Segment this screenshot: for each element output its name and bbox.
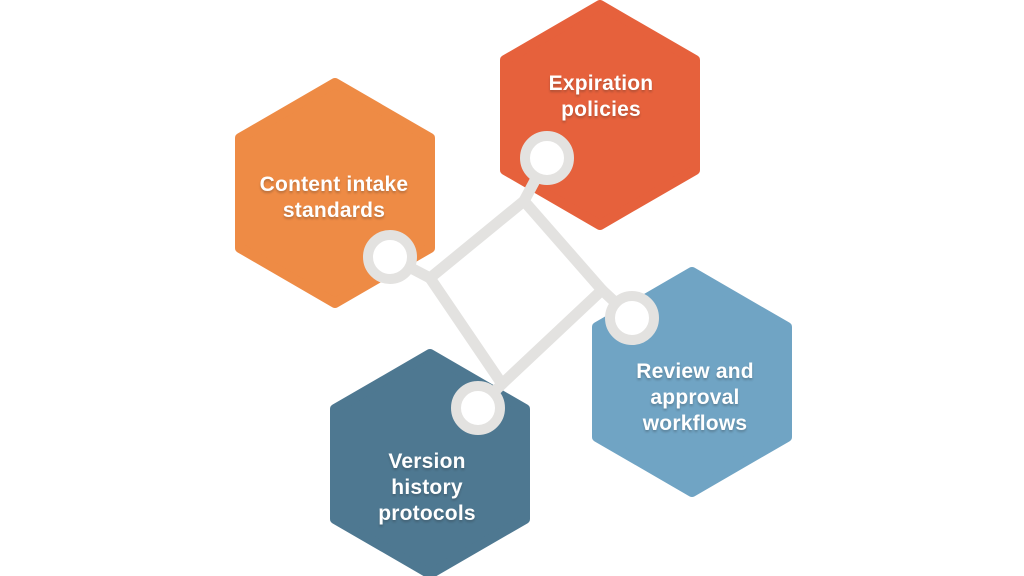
connector-node-bottom (451, 381, 505, 435)
label-line: workflows (642, 412, 748, 435)
label-line: protocols (378, 502, 476, 525)
label-line: policies (561, 98, 641, 121)
connector-edge-bottom-right (496, 284, 608, 390)
hexagon-label-content-intake-standards: Content intake standards (260, 172, 409, 224)
label-line: Version (388, 450, 466, 473)
hexagon-label-expiration-policies: Expiration policies (549, 71, 654, 123)
label-line: standards (282, 199, 386, 222)
hexagon-label-review-approval-workflows: Review and approval workflows (636, 359, 754, 437)
connector-edge-top-right (518, 195, 608, 296)
label-line: approval (650, 386, 740, 409)
connector-diamond (363, 131, 659, 435)
label-line: Content intake (259, 173, 409, 196)
connector-edge-top-left (424, 195, 530, 284)
connector-node-left (363, 230, 417, 284)
label-line: Review and (636, 360, 754, 383)
connector-node-right (605, 291, 659, 345)
label-line: history (391, 476, 463, 499)
label-line: Expiration (548, 72, 654, 95)
hexagon-label-version-history-protocols: Version history protocols (378, 449, 475, 527)
connector-node-top (520, 131, 574, 185)
connector-edge-bottom-left (424, 272, 508, 390)
